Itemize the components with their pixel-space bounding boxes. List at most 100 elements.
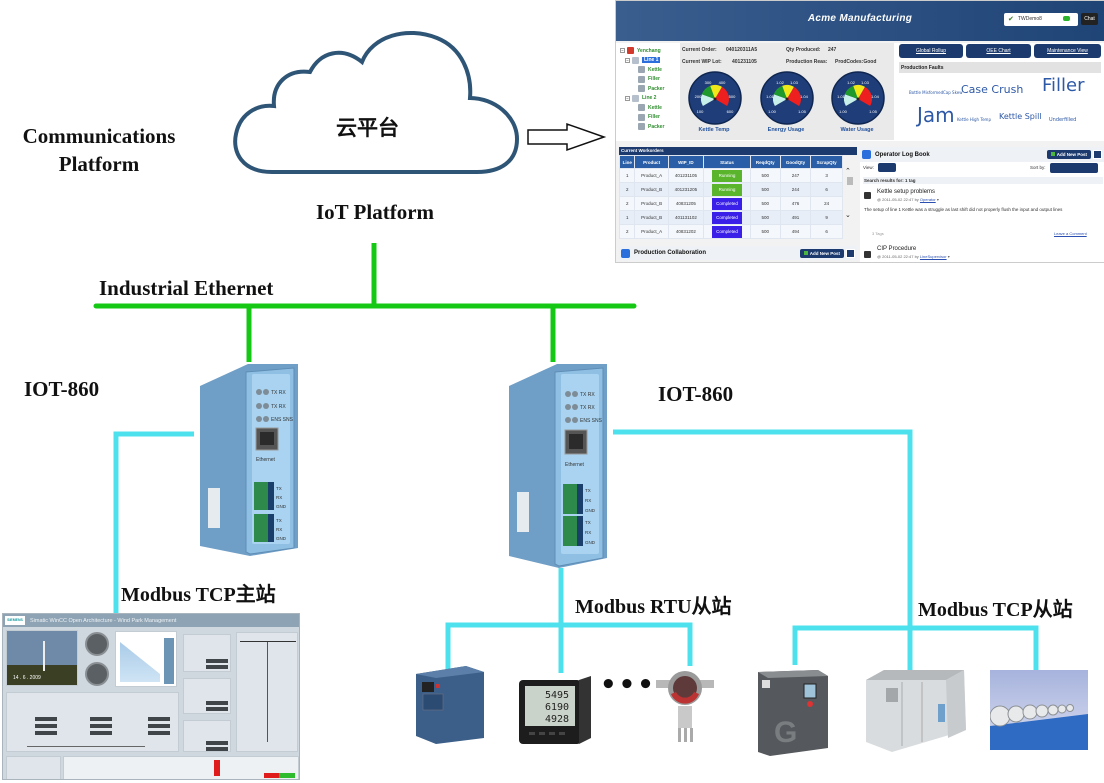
- entry-author-link[interactable]: LineSupervisor: [919, 254, 947, 259]
- user-selector[interactable]: ✔ TWDemo8: [1004, 13, 1078, 26]
- status-badge: Running: [712, 169, 743, 182]
- gauge-tick-label: 1.00: [839, 109, 848, 114]
- fault-tag[interactable]: Underfilled: [1049, 117, 1077, 123]
- entry-author-link[interactable]: Operator: [919, 197, 936, 202]
- logbook-header: Operator Log Book Add New Post: [860, 147, 1104, 162]
- add-new-post-button[interactable]: Add New Post: [799, 248, 844, 258]
- meter-reading: 5495: [545, 690, 569, 701]
- fault-tag[interactable]: Kettle High Temp: [957, 117, 991, 122]
- production-collaboration-bar: Production Collaboration Add New Post: [619, 246, 857, 260]
- svg-text:TX RX: TX RX: [580, 405, 595, 411]
- scroll-up-icon[interactable]: ⌃: [845, 168, 851, 175]
- platform-line: Platform: [58, 152, 140, 176]
- column-header[interactable]: Status: [703, 155, 751, 169]
- column-header[interactable]: Product: [634, 155, 669, 169]
- fault-tag[interactable]: Jam: [917, 103, 955, 127]
- gauge-segment: [715, 86, 729, 106]
- add-new-post-button[interactable]: Add New Post: [1046, 150, 1091, 159]
- tree-item-label: Line 2: [642, 95, 657, 102]
- sort-options[interactable]: [1050, 163, 1098, 173]
- tree-item[interactable]: Kettle: [620, 103, 680, 113]
- column-header[interactable]: Line: [618, 155, 636, 169]
- svg-text:G: G: [774, 716, 797, 749]
- view-toggle[interactable]: [878, 163, 896, 172]
- expand-icon[interactable]: [846, 248, 855, 258]
- table-cell: Completed: [703, 224, 751, 239]
- tree-item[interactable]: Packer: [620, 84, 680, 94]
- tree-item[interactable]: Packer: [620, 122, 680, 132]
- table-cell: 247: [779, 168, 812, 183]
- checkmark-icon: ✔: [1008, 16, 1014, 23]
- tree-item[interactable]: Filler: [620, 113, 680, 123]
- gauge-segment: [773, 94, 787, 106]
- svg-text:TX RX: TX RX: [580, 392, 595, 398]
- table-cell: 401231105: [667, 168, 705, 183]
- entry-title[interactable]: CIP Procedure: [877, 246, 917, 252]
- table-cell: 2: [618, 182, 636, 197]
- svg-text:Ethernet: Ethernet: [565, 462, 585, 468]
- tree-item-label: Yenchang: [637, 47, 661, 54]
- column-header[interactable]: ReqdQty: [749, 155, 781, 169]
- entry-date: @ 2011-05-02 22:47 by: [877, 254, 919, 259]
- chat-button[interactable]: Chat: [1081, 13, 1098, 25]
- logbook-title: Operator Log Book: [875, 151, 930, 158]
- column-header[interactable]: WIP_ID: [667, 155, 705, 169]
- fault-tag[interactable]: Cap Skew: [943, 90, 963, 95]
- table-cell: Product_B: [634, 182, 669, 197]
- production-faults-title: Production Faults: [899, 62, 1101, 73]
- column-header[interactable]: GoodQty: [779, 155, 812, 169]
- fault-tag[interactable]: Kettle Spill: [999, 112, 1042, 121]
- leave-comment-link[interactable]: Leave a Comment: [1054, 231, 1087, 236]
- table-cell: 1: [618, 168, 636, 183]
- entry-tags[interactable]: 3 Tags: [872, 231, 884, 236]
- entry-title[interactable]: Kettle setup problems: [877, 189, 936, 195]
- gauge-tick-label: 400: [719, 80, 726, 85]
- equipment-tree: −Yenchang −Line 1 Kettle Filler Packer −…: [620, 46, 680, 132]
- gauge-tick-label: 1.03: [861, 80, 870, 85]
- tree-item[interactable]: −Line 1: [625, 56, 661, 64]
- gauge-label: Water Usage: [840, 127, 874, 133]
- tree-item[interactable]: Filler: [620, 75, 680, 85]
- gauge-label: Energy Usage: [767, 127, 805, 133]
- gauge-segment: [701, 85, 715, 99]
- tree-item-label: Filler: [648, 76, 660, 83]
- status-panel: [183, 720, 231, 752]
- scroll-down-icon[interactable]: ⌄: [845, 212, 851, 219]
- fault-tag[interactable]: Filler: [1042, 75, 1085, 96]
- fault-tag[interactable]: Case Crush: [961, 83, 1024, 96]
- entry-meta: @ 2011-05-02 22:47 by LineSupervisor ▾: [877, 254, 950, 259]
- tree-item[interactable]: Kettle: [620, 65, 680, 75]
- oee-chart-button[interactable]: OEE Chart: [966, 44, 1031, 58]
- global-rollup-button[interactable]: Global Rollup: [899, 44, 963, 58]
- column-header[interactable]: ScrapQty: [810, 155, 843, 169]
- tree-item[interactable]: −Line 2: [625, 94, 657, 102]
- svg-text:TX: TX: [585, 520, 591, 525]
- status-badge: Completed: [712, 225, 743, 238]
- table-cell: 500: [749, 224, 781, 239]
- table-cell: 401231205: [667, 182, 705, 197]
- workorders-scrollbar[interactable]: ⌃ ⌄: [845, 167, 855, 237]
- status-indicator-icon: [1063, 16, 1070, 21]
- gauge-label: Kettle Temp: [698, 127, 730, 133]
- tree-item-label: Line 1: [642, 57, 661, 64]
- line-icon: [632, 56, 639, 64]
- scroll-thumb[interactable]: [847, 177, 853, 185]
- modbus-tcp-master-label: Modbus TCP主站: [121, 584, 276, 606]
- table-cell: 40831205: [667, 196, 705, 211]
- expand-icon[interactable]: [1093, 150, 1102, 159]
- operator-logbook-panel: Operator Log Book Add New Post View: Sor…: [860, 147, 1104, 262]
- machine-icon: [638, 66, 645, 74]
- view-label: View:: [863, 165, 874, 170]
- gauge-segment: [858, 86, 872, 106]
- machine-icon: [638, 75, 645, 83]
- svg-text:RX: RX: [276, 527, 282, 532]
- entry-body: The setup of line 1 Kettle was a struggl…: [864, 207, 1063, 212]
- maintenance-view-button[interactable]: Maintenance View: [1034, 44, 1101, 58]
- fault-tag[interactable]: Bottle Misformed: [909, 90, 944, 95]
- tree-item[interactable]: −Yenchang: [620, 47, 661, 55]
